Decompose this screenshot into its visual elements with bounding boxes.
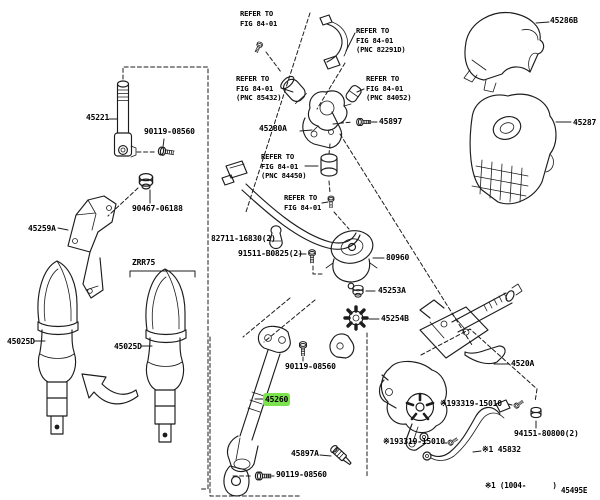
upper-yoke-art [329, 333, 355, 359]
part-label-45832[interactable]: ※1 45832 [482, 445, 521, 454]
part-label-45025d-right[interactable]: 45025D [114, 342, 142, 351]
part-45221-shaft [113, 80, 137, 158]
refer-note-82291d: REFER TO FIG 84-01 (PNC 82291D) [356, 26, 406, 54]
part-80960-spiral-cable [325, 230, 378, 290]
figure-code: 45495E [561, 486, 588, 495]
refer-note-84450: REFER TO FIG 84-01 (PNC 84450) [261, 152, 307, 180]
grommet-90467-art [138, 172, 154, 190]
part-label-90119-bottom[interactable]: 90119-08560 [276, 470, 327, 479]
harness-wire [221, 160, 361, 250]
part-45286b-cover [463, 11, 545, 93]
part-label-45260-highlighted[interactable]: 45260 [265, 395, 289, 404]
part-label-82711[interactable]: 82711-16830(2) [211, 234, 276, 243]
part-45832-wire [419, 399, 511, 461]
part-label-91511[interactable]: 91511-B0825(2) [238, 249, 303, 258]
applicability-footnote: ※1 (1004- ) [485, 481, 557, 490]
part-label-45287[interactable]: 45287 [573, 118, 597, 127]
part-label-90119-mid[interactable]: 90119-08560 [285, 362, 336, 371]
grommet-45253a-art [352, 284, 364, 298]
dashed-group-lines [107, 12, 538, 497]
part-label-93319-upper[interactable]: ※193319-15010 [440, 399, 502, 408]
bolt-90119-mid-art [298, 341, 308, 357]
part-label-45897[interactable]: 45897 [379, 117, 403, 126]
model-code-zrr75: ZRR75 [132, 258, 156, 267]
part-label-45286b[interactable]: 45286B [550, 16, 578, 25]
part-45259a-bracket [67, 195, 117, 299]
part-label-45259a[interactable]: 45259A [28, 224, 56, 233]
part-label-45897a[interactable]: 45897A [291, 449, 319, 458]
refer-note-84052: REFER TO FIG 84-01 (PNC 84052) [366, 74, 412, 102]
part-45287-cover [469, 93, 557, 205]
bolt-90119-bottom-art [254, 471, 272, 481]
swap-arrow [81, 373, 139, 405]
bolt-90119-top-art [157, 146, 176, 158]
refer-note-top: REFER TO FIG 84-01 [240, 9, 278, 28]
ignition-parts-cluster [253, 14, 362, 209]
nut-94151-art [530, 406, 542, 419]
part-4520a-column-assy [378, 283, 523, 451]
part-label-45254b[interactable]: 45254B [381, 314, 409, 323]
part-45025d-left-art [37, 260, 79, 435]
part-label-45280a[interactable]: 45280A [259, 124, 287, 133]
part-label-80960[interactable]: 80960 [386, 253, 410, 262]
part-label-45025d-left[interactable]: 45025D [7, 337, 35, 346]
part-label-4520a[interactable]: 4520A [511, 359, 535, 368]
part-label-90467[interactable]: 90467-06188 [132, 204, 183, 213]
bolt-93319-upper-art [512, 398, 525, 410]
refer-note-85432: REFER TO FIG 84-01 (PNC 85432) [236, 74, 282, 102]
part-label-45221[interactable]: 45221 [86, 113, 110, 122]
bolt-91511-art [308, 249, 316, 264]
bolt-45897-art [356, 117, 372, 127]
part-45025d-right-art [145, 268, 187, 443]
refer-note-mid: REFER TO FIG 84-01 [284, 193, 322, 212]
part-label-45253a[interactable]: 45253A [378, 286, 406, 295]
part-45254b-washer [343, 305, 369, 331]
part-label-90119-top[interactable]: 90119-08560 [144, 127, 195, 136]
sensor-45897a-art [330, 444, 352, 466]
part-label-94151[interactable]: 94151-80800(2) [514, 429, 579, 438]
clip-82711-art [269, 225, 283, 250]
part-label-93319-lower[interactable]: ※193319-15010 [383, 437, 445, 446]
